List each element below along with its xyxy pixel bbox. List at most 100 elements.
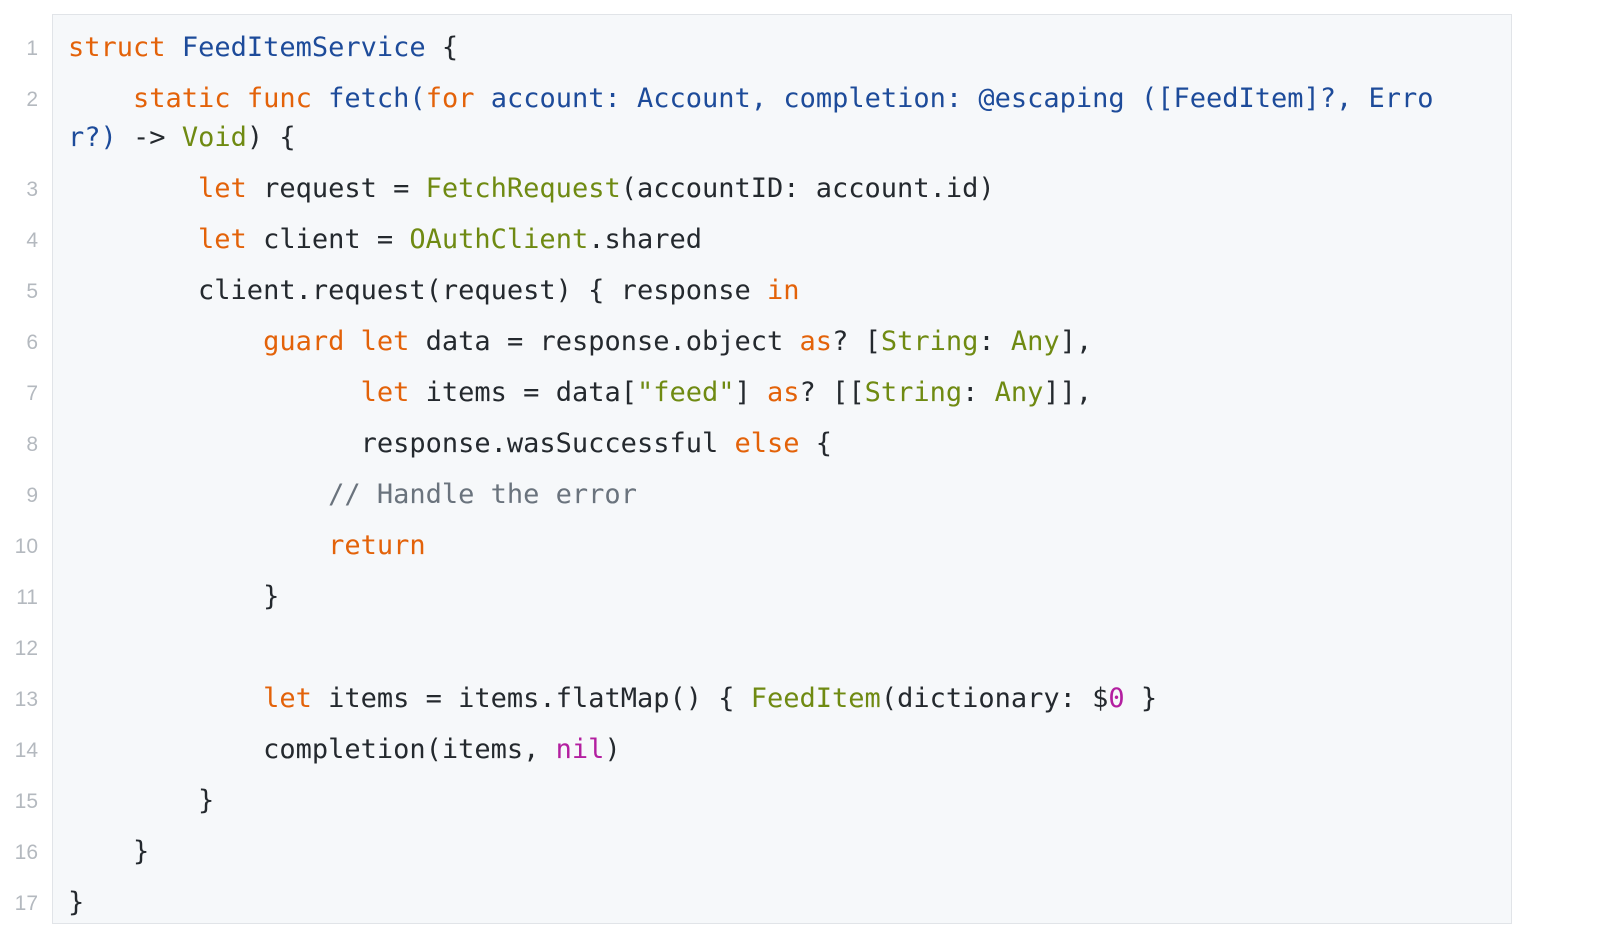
line-number: 17 bbox=[14, 892, 38, 915]
code-token: ]], bbox=[1043, 377, 1093, 408]
code-text: r?) -> Void) { bbox=[68, 118, 1468, 157]
code-token: FeedItemService bbox=[181, 32, 426, 63]
code-token: OAuthClient bbox=[409, 224, 589, 255]
code-token: ) { bbox=[246, 122, 296, 153]
code-token: as bbox=[799, 326, 833, 357]
code-token: ? [[ bbox=[799, 377, 865, 408]
code-token: items = items.flatMap() { bbox=[311, 683, 751, 714]
code-token: String bbox=[880, 326, 979, 357]
code-token: Any bbox=[994, 377, 1044, 408]
code-token: FeedItem bbox=[750, 683, 881, 714]
line-number: 14 bbox=[14, 739, 38, 762]
code-token: } bbox=[68, 581, 280, 612]
line-number: 16 bbox=[14, 841, 38, 864]
code-token: fetch( bbox=[328, 83, 426, 114]
code-token: else bbox=[734, 428, 800, 459]
code-token: let bbox=[198, 224, 247, 255]
code-token: let bbox=[360, 377, 410, 408]
code-token: (accountID: account.id) bbox=[620, 173, 995, 204]
code-token: ) bbox=[604, 734, 621, 765]
code-token: data = response.object bbox=[409, 326, 800, 357]
code-token: Void bbox=[181, 122, 247, 153]
code-text: let items = items.flatMap() { FeedItem(d… bbox=[68, 679, 1468, 718]
code-token: func bbox=[246, 83, 312, 114]
line-number: 15 bbox=[14, 790, 38, 813]
code-token: { bbox=[425, 32, 459, 63]
code-text: } bbox=[68, 781, 1468, 820]
code-token: nil bbox=[555, 734, 605, 765]
code-token: response.wasSuccessful bbox=[68, 428, 735, 459]
code-token: ] bbox=[734, 377, 768, 408]
code-token: client = bbox=[246, 224, 410, 255]
code-token: String bbox=[864, 377, 963, 408]
code-token: // Handle the error bbox=[328, 479, 637, 510]
code-text: return bbox=[68, 526, 1468, 565]
code-token: "feed" bbox=[636, 377, 735, 408]
code-token: client.request(request) { response bbox=[68, 275, 767, 306]
code-token: 0 bbox=[1108, 683, 1125, 714]
code-token: .shared bbox=[588, 224, 702, 255]
code-text: let items = data["feed"] as? [[String: A… bbox=[68, 373, 1468, 412]
code-text: let client = OAuthClient.shared bbox=[68, 220, 1468, 259]
code-token: request = bbox=[246, 173, 426, 204]
code-text: completion(items, nil) bbox=[68, 730, 1468, 769]
code-token: as bbox=[767, 377, 800, 408]
code-token: static bbox=[133, 83, 231, 114]
code-text: } bbox=[68, 883, 1468, 922]
line-number: 10 bbox=[14, 535, 38, 558]
code-token bbox=[68, 683, 263, 714]
code-token bbox=[68, 377, 361, 408]
code-text: client.request(request) { response in bbox=[68, 271, 1468, 310]
code-token: -> bbox=[116, 122, 182, 153]
line-number: 6 bbox=[26, 331, 38, 354]
code-token: struct bbox=[68, 32, 166, 63]
code-text: // Handle the error bbox=[68, 475, 1468, 514]
line-number: 9 bbox=[26, 484, 38, 507]
line-number: 8 bbox=[26, 433, 38, 456]
code-token bbox=[166, 32, 182, 63]
code-token: in bbox=[766, 275, 800, 306]
code-token: let bbox=[198, 173, 247, 204]
code-token: { bbox=[799, 428, 833, 459]
code-token: return bbox=[328, 530, 426, 561]
code-token: account: Account, completion: @escaping … bbox=[474, 83, 1434, 114]
line-number: 4 bbox=[26, 229, 38, 252]
code-token: } bbox=[68, 785, 215, 816]
code-token: guard bbox=[263, 326, 345, 357]
code-token bbox=[312, 83, 328, 114]
code-panel[interactable] bbox=[52, 14, 1512, 924]
code-token: let bbox=[360, 326, 410, 357]
code-token bbox=[68, 173, 198, 204]
code-token: r?) bbox=[68, 122, 117, 153]
line-number: 3 bbox=[26, 178, 38, 201]
code-token: FetchRequest bbox=[425, 173, 621, 204]
code-token bbox=[68, 326, 263, 357]
code-token: (dictionary: $ bbox=[880, 683, 1109, 714]
code-token: items = data[ bbox=[409, 377, 637, 408]
line-number: 12 bbox=[14, 637, 38, 660]
line-number: 1 bbox=[26, 37, 38, 60]
line-number: 11 bbox=[16, 586, 38, 609]
code-text: response.wasSuccessful else { bbox=[68, 424, 1468, 463]
code-text: guard let data = response.object as? [St… bbox=[68, 322, 1468, 361]
code-text: } bbox=[68, 832, 1468, 871]
line-number: 13 bbox=[14, 688, 38, 711]
code-text: struct FeedItemService { bbox=[68, 28, 1468, 67]
code-text: } bbox=[68, 577, 1468, 616]
code-token bbox=[231, 83, 247, 114]
line-number: 7 bbox=[26, 382, 38, 405]
code-token bbox=[68, 530, 328, 561]
code-token: ], bbox=[1059, 326, 1093, 357]
code-token bbox=[68, 479, 328, 510]
code-token bbox=[68, 224, 198, 255]
line-number: 5 bbox=[26, 280, 38, 303]
code-token: } bbox=[1124, 683, 1158, 714]
code-token: : bbox=[962, 377, 995, 408]
code-token: let bbox=[263, 683, 312, 714]
code-text: static func fetch(for account: Account, … bbox=[68, 79, 1468, 118]
code-token: completion(items, bbox=[68, 734, 556, 765]
code-token: : bbox=[978, 326, 1011, 357]
code-token: } bbox=[68, 887, 85, 918]
code-token bbox=[344, 326, 360, 357]
